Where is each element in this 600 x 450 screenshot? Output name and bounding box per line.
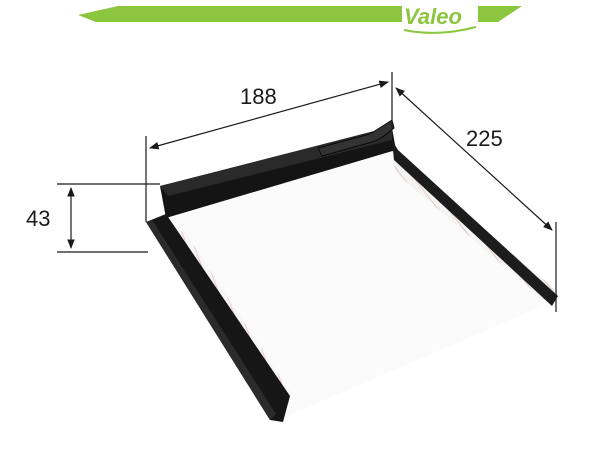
width-label: 188 <box>240 84 277 109</box>
cabin-filter-illustration <box>146 119 558 422</box>
valeo-logo: Valeo <box>404 4 462 29</box>
frame-left-face <box>146 220 276 420</box>
brand-banner: Valeo <box>78 4 522 34</box>
height-label: 43 <box>26 206 50 231</box>
logo-swoosh-icon <box>403 26 477 34</box>
dimension-width: 188 <box>145 72 393 222</box>
dimension-height: 43 <box>26 183 160 253</box>
banner-stripe <box>78 6 402 22</box>
depth-label: 225 <box>466 126 503 151</box>
frame-left <box>146 214 290 422</box>
dimension-depth: 225 <box>395 87 557 312</box>
banner-stripe-right <box>478 6 522 22</box>
